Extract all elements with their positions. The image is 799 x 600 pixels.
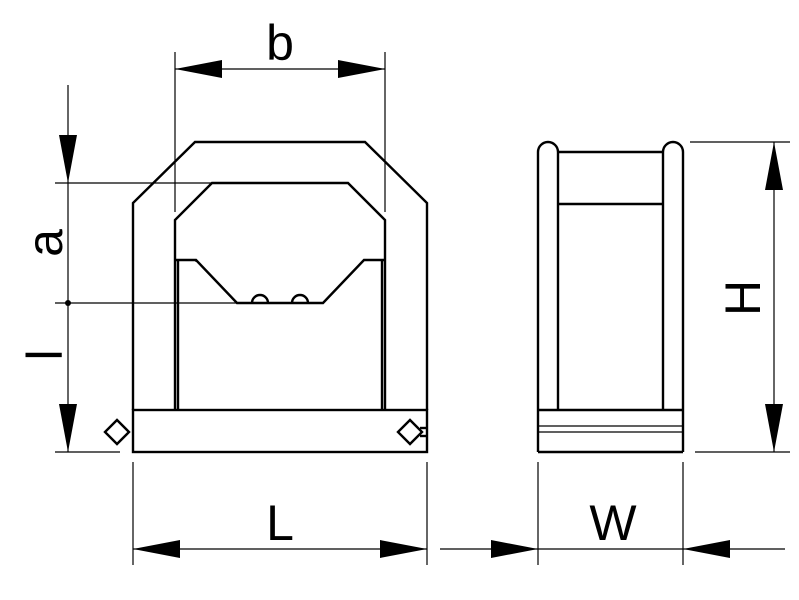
dimension-L: L <box>132 462 428 565</box>
dim-W-arrow-right <box>683 540 730 558</box>
dimension-a-l: a l <box>17 85 252 453</box>
front-latch-right <box>396 418 424 446</box>
dim-W-arrow-left <box>491 540 538 558</box>
dim-b-label: b <box>266 15 294 71</box>
dim-a-arrow-top <box>59 135 77 183</box>
front-outer-contour <box>131 140 429 410</box>
dim-b-arrow-right <box>338 60 385 78</box>
dim-W-label: W <box>589 495 637 551</box>
dim-L-arrow-right <box>380 540 427 558</box>
side-left-post <box>536 140 560 452</box>
dim-l-label: l <box>17 349 73 360</box>
front-inner-contour <box>173 181 387 410</box>
dim-H-label: H <box>715 280 771 316</box>
dimension-b: b <box>174 15 386 212</box>
dim-L-arrow-left <box>133 540 180 558</box>
dim-a-dot <box>65 300 71 306</box>
dim-L-label: L <box>266 495 294 551</box>
dim-H-arrow-top <box>765 142 783 190</box>
side-view <box>536 140 685 454</box>
dim-H-arrow-bottom <box>765 404 783 452</box>
dim-l-arrow-bottom <box>59 404 77 452</box>
front-latch-left <box>103 418 131 446</box>
front-bump-right <box>290 293 310 304</box>
dimension-H: H <box>690 141 790 453</box>
dim-b-arrow-left <box>175 60 222 78</box>
dimension-W: W <box>440 462 785 565</box>
dim-a-label: a <box>17 229 73 257</box>
front-clamp-profile <box>175 258 385 305</box>
front-bump-left <box>250 293 270 304</box>
side-right-post <box>661 140 685 452</box>
front-base-plate <box>131 408 429 454</box>
front-view <box>103 140 429 454</box>
